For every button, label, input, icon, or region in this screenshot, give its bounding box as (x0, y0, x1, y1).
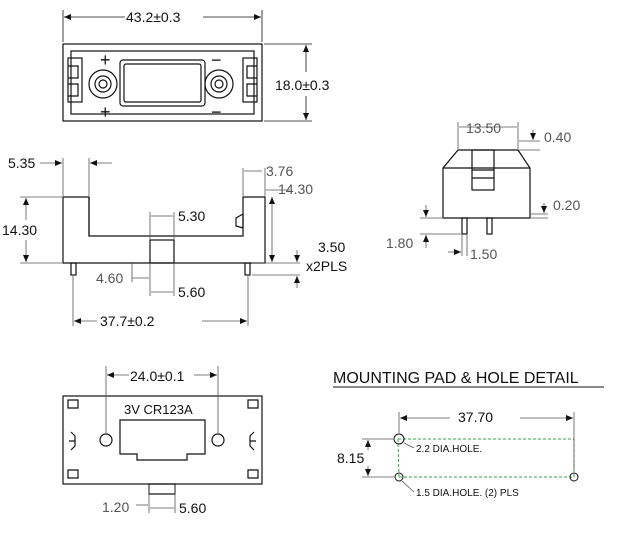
top-width-label: 43.2±0.3 (126, 9, 181, 25)
bottom-hole-spacing-label: 24.0±0.1 (130, 368, 185, 384)
mounting-span-label: 37.70 (458, 409, 493, 425)
front-view (62, 196, 266, 276)
plus-mark-top: + (100, 50, 111, 70)
minus-mark-bottom: − (211, 102, 222, 122)
mounting-dimensions (362, 412, 575, 493)
side-top-width-label: 13.50 (466, 120, 501, 136)
bottom-left-hole (99, 433, 113, 447)
center-window (119, 59, 206, 107)
front-center-boss (149, 239, 175, 264)
front-pin-callout-value: 3.50 (318, 239, 345, 255)
negative-contact (204, 69, 234, 99)
bottom-dimensions (105, 366, 219, 513)
left-end-clip (67, 57, 83, 103)
front-side-clip (235, 212, 244, 229)
side-top-offset-label: 0.40 (544, 129, 571, 145)
front-pin-callout-count: x2PLS (306, 258, 347, 274)
negative-contact-center (214, 79, 224, 89)
front-base-width-label: 37.7±0.2 (100, 313, 155, 329)
positive-contact (88, 69, 118, 99)
mounting-small-hole-left (394, 472, 404, 482)
bottom-marking-label: 3V CR123A (124, 402, 193, 417)
front-left-wall-label: 5.35 (8, 155, 35, 171)
bottom-label-recess (119, 419, 206, 461)
front-right-wall-label: 3.76 (266, 163, 293, 179)
bottom-left-clip (69, 431, 76, 451)
bottom-view (62, 395, 263, 495)
right-clip-detail (246, 65, 257, 97)
front-dimensions (20, 158, 300, 326)
front-pin-length-label: 4.60 (96, 270, 123, 286)
bottom-tab-width-label: 5.60 (179, 500, 206, 516)
side-view-body (442, 149, 531, 219)
bottom-right-clip (249, 431, 256, 451)
front-center-width-label: 5.30 (178, 208, 205, 224)
bottom-right-hole (211, 433, 225, 447)
plus-mark-bottom: + (100, 102, 111, 122)
side-left-pin (461, 217, 468, 235)
minus-mark-top: − (211, 50, 222, 70)
front-left-pin (70, 262, 77, 276)
side-pin-width-label: 1.50 (470, 246, 497, 262)
front-right-pin (244, 262, 251, 276)
center-window-inner (123, 63, 202, 103)
top-height-dimension (264, 43, 312, 122)
top-view (62, 43, 263, 122)
bottom-tab (148, 483, 176, 495)
front-right-height-label: 14.30 (278, 181, 313, 197)
positive-contact-inner (94, 75, 112, 93)
front-view-body (62, 196, 266, 264)
mounting-pad (393, 433, 579, 482)
side-dimensions (420, 122, 548, 256)
mounting-small-hole-right (569, 472, 579, 482)
mounting-large-hole (393, 433, 405, 445)
top-height-label: 18.0±0.3 (275, 77, 330, 93)
side-view (442, 149, 531, 235)
right-end-clip (242, 57, 258, 103)
negative-contact-inner (210, 75, 228, 93)
side-right-pin (486, 217, 493, 235)
mounting-small-hole-label: 1.5 DIA.HOLE. (2) PLS (416, 488, 519, 499)
top-view-inner-wall (70, 50, 255, 115)
mounting-title: MOUNTING PAD & HOLE DETAIL (333, 370, 579, 387)
side-foot-offset-label: 0.20 (553, 197, 580, 213)
bottom-tab-height-label: 1.20 (102, 499, 129, 515)
side-pin-height-label: 1.80 (386, 235, 413, 251)
top-width-dimension (62, 10, 263, 42)
mounting-large-hole-label: 2.2 DIA.HOLE. (416, 444, 482, 455)
positive-contact-center (98, 79, 108, 89)
front-pin-width-label: 5.60 (178, 284, 205, 300)
left-clip-detail (68, 65, 79, 97)
mounting-height-label: 8.15 (337, 450, 364, 466)
front-left-height-label: 14.30 (2, 222, 37, 238)
top-view-body (62, 43, 263, 122)
